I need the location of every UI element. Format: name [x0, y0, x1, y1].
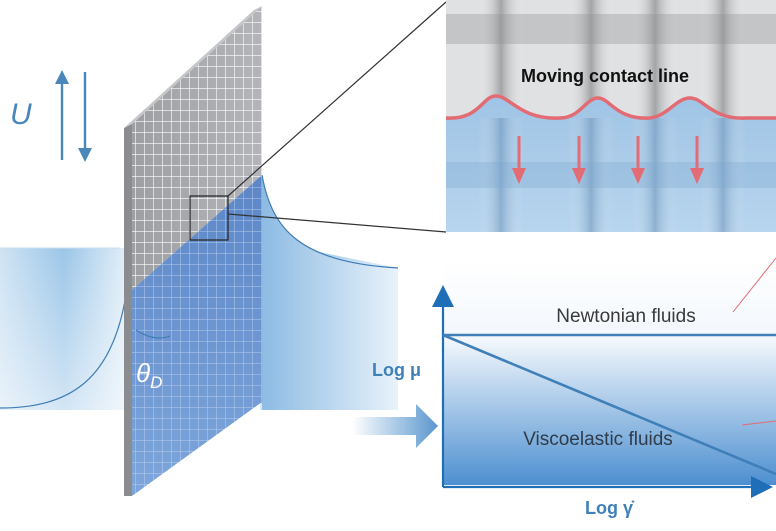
right-meniscus [261, 174, 399, 410]
zoom-inset: Moving contact line [446, 0, 776, 232]
callout-line-newtonian [732, 257, 776, 313]
newtonian-label: Newtonian fluids [556, 306, 695, 327]
velocity-label: U [10, 98, 32, 131]
zoom-region [189, 195, 229, 241]
transition-arrow [352, 404, 438, 448]
contact-angle-arc [135, 329, 171, 339]
plot-background [443, 262, 776, 485]
zoom-line-bottom [227, 213, 447, 233]
contact-angle-label: θD [136, 358, 162, 392]
x-axis-label: Log γ̇ [585, 498, 635, 518]
viscoelastic-label: Viscoelastic fluids [523, 429, 673, 450]
viscoelastic-line [442, 333, 776, 476]
y-axis-label: Log μ [372, 360, 421, 380]
viscosity-plot: Newtonian fluids Viscoelastic fluids Log… [372, 257, 776, 518]
contact-line-label: Moving contact line [521, 66, 689, 86]
receding-arrows [512, 136, 704, 184]
callout-line-viscoelastic [741, 420, 776, 426]
velocity-arrows [55, 70, 92, 162]
contact-line-curve [446, 94, 776, 120]
solid-plate [124, 6, 262, 496]
zoom-line-top [227, 1, 447, 197]
theta-symbol: θ [136, 358, 150, 388]
theta-subscript: D [150, 373, 162, 392]
